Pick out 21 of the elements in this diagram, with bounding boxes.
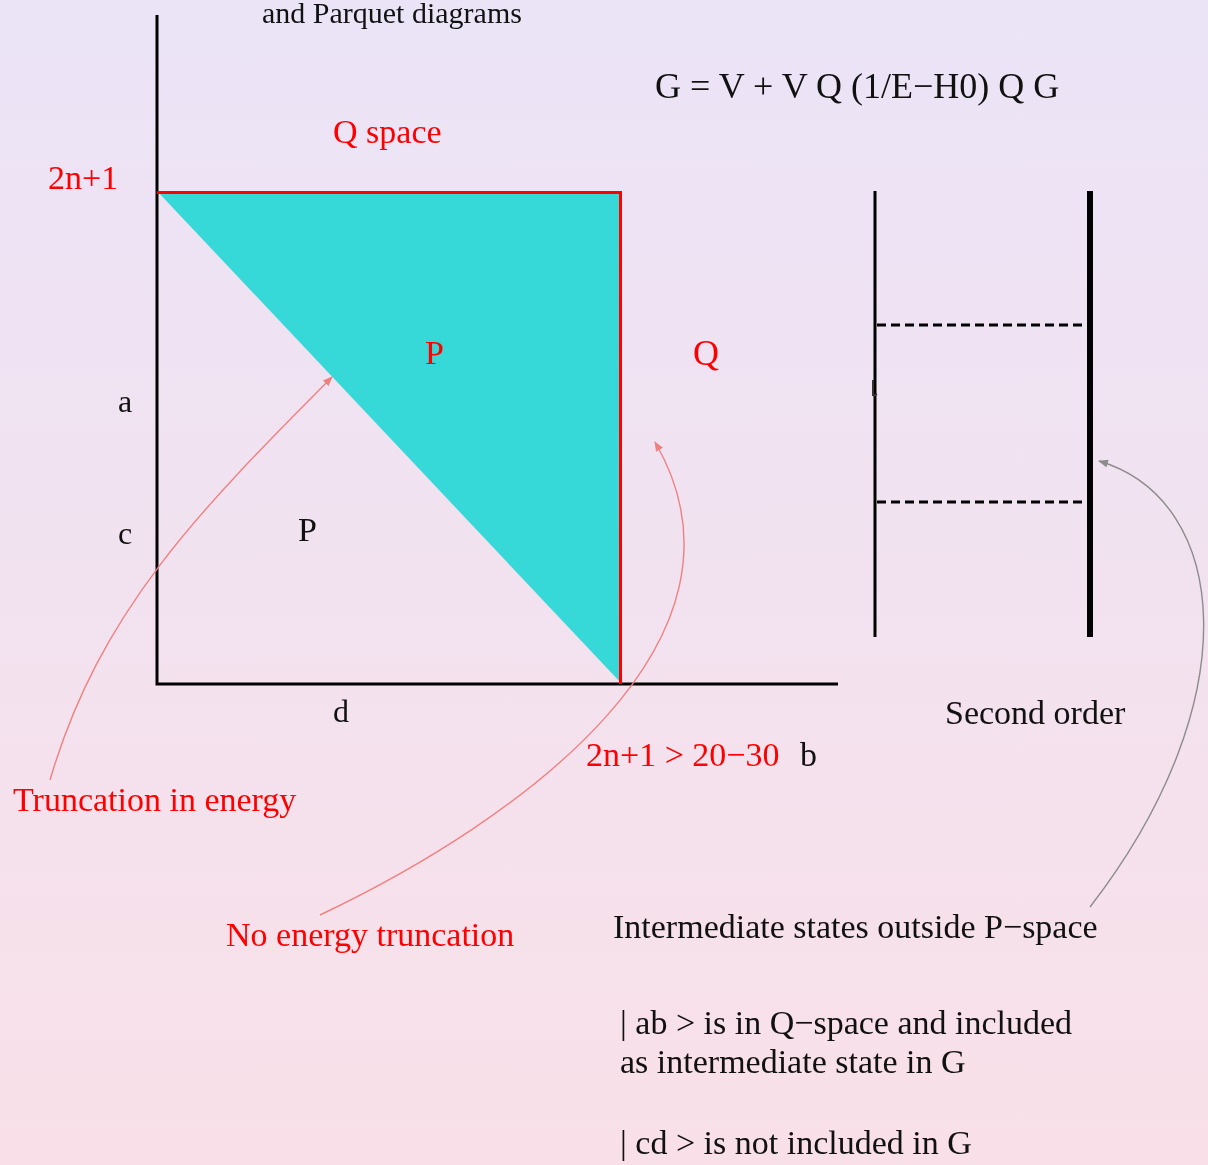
axis-value: 2n+1: [48, 158, 119, 198]
region-label: Q: [693, 333, 719, 375]
diagram-caption: Second order: [945, 693, 1126, 733]
region-label: P: [425, 333, 444, 373]
axis-label: d: [333, 693, 349, 730]
leader-text: No energy truncation: [226, 915, 515, 955]
leader-text: Truncation in energy: [13, 780, 297, 820]
heading-text: and Parquet diagrams: [262, 0, 522, 31]
note-text: | cd > is not included in G: [620, 1123, 972, 1163]
axis-label: b: [800, 735, 817, 775]
leader-text: Intermediate states outside P−space: [613, 907, 1098, 947]
leader-arrow: [49, 376, 333, 781]
region-label: P: [298, 510, 317, 550]
region-label: Q space: [333, 112, 442, 152]
equation: G = V + V Q (1/E−H0) Q G: [655, 66, 1060, 108]
axis-label: a: [118, 383, 133, 420]
axis-value: 2n+1 > 20−30: [586, 735, 780, 775]
leader-arrow: [1089, 460, 1205, 908]
leader-arrow: [319, 441, 685, 916]
note-text: | ab > is in Q−space and included as intermediate state in G: [620, 1003, 1074, 1082]
axis-label: c: [118, 515, 133, 552]
